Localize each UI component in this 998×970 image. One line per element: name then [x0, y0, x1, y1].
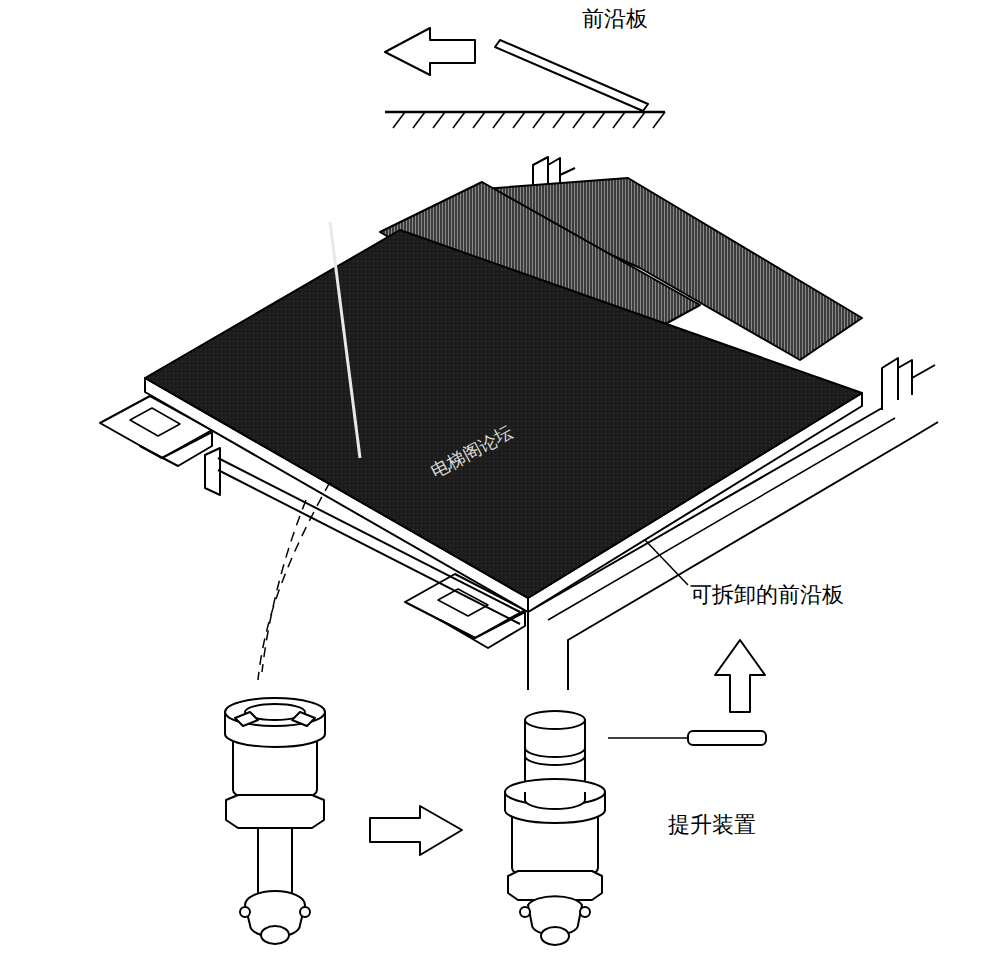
process-arrow [370, 806, 462, 855]
frame-post [882, 358, 935, 410]
dashed-path [258, 482, 330, 680]
lift-device [225, 698, 325, 944]
front-plate [495, 40, 648, 111]
lift-device [505, 711, 605, 945]
part-label: 可拆卸的前沿板 [690, 582, 844, 608]
ground-hatch [393, 112, 665, 128]
support-bracket [205, 448, 220, 495]
screwdriver [608, 737, 688, 739]
support-pad [438, 589, 488, 616]
dashed-path [262, 500, 306, 672]
leader-line [645, 540, 688, 585]
direction-arrow [385, 28, 475, 75]
screwdriver [688, 731, 766, 745]
support-bracket [140, 432, 212, 466]
support-pad [130, 408, 180, 436]
watermark: 电梯阁论坛 [427, 421, 517, 482]
part-label: 前沿板 [582, 6, 648, 32]
highlight [330, 222, 360, 458]
part-label: 提升装置 [668, 812, 756, 838]
plate-top [145, 230, 862, 598]
support-bracket [440, 612, 525, 648]
lift-arrow [715, 640, 765, 712]
